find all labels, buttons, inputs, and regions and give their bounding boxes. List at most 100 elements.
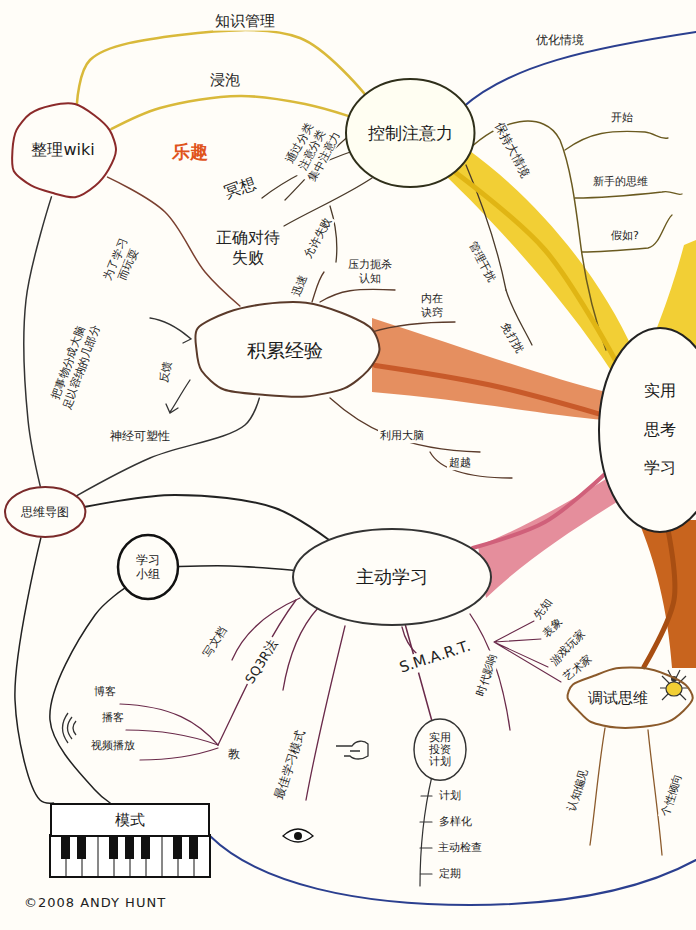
piano-keys [50,835,210,877]
branch-line [420,776,432,886]
piano-keys [141,835,150,859]
topic-circle: 控制注意力 [345,78,476,188]
branch-line [430,452,512,478]
branch-label: 冥想 [220,172,261,203]
edge-label: 浸泡 [208,71,242,90]
connector [375,365,598,413]
branch-label: 播客 [100,711,126,725]
branch-line [648,730,662,855]
branch-label: 认知偏见 [564,765,592,815]
branch-line [462,32,696,108]
branch-line [575,192,682,198]
piano-box-shape [51,804,209,836]
bug-icon [666,682,682,696]
branch-label: 压力扼杀 认知 [346,258,394,286]
branch-label: 开始 [609,111,635,125]
connector [77,30,365,104]
topic-blob: 整理wiki [9,102,117,198]
node-text: 整理wiki [31,140,94,159]
node-text: 学习 小组 [136,553,160,582]
branch-label: 利用大脑 [378,429,426,443]
branch-label: 教 [226,747,242,762]
branch-label: 管理干扰 [465,238,500,287]
topic-oval-shape [5,487,85,537]
piano-keys [77,835,86,859]
node-text: 主动学习 [356,566,428,588]
branch-label: 超越 [447,456,473,470]
connector [24,197,52,486]
branch-label: 内在 诀窍 [419,292,445,320]
branch-line [126,730,218,745]
branch-line [218,600,296,745]
branch-label: 多样化 [437,815,474,829]
connector [473,475,605,548]
connector [85,495,328,539]
piano-keys [61,835,70,859]
topic-circle-shape [118,535,178,599]
accent-label: 乐趣 [170,141,210,164]
copyright-note: ©2008 ANDY HUNT [22,895,168,911]
branch-line [582,215,672,252]
wifi-symbol [68,717,73,739]
connector [15,538,54,803]
piano-keys [189,835,198,859]
connector [179,566,293,570]
branch-label: 写文档 [199,623,230,662]
branch-line [590,728,605,845]
topic-circle-shape [414,719,466,780]
topic-circle: 学习 小组 [117,534,179,600]
connector [77,398,259,495]
piano-keys [125,835,134,859]
piano-keys [173,835,182,859]
branch-line [312,272,324,302]
node-text: 实用投资计划 [429,732,451,768]
branch-label: 正确对待 失败 [214,228,282,268]
branch-label: SQ3R法 [241,635,283,688]
topic-blob: 调试思维 [567,666,693,730]
piano-keys [50,835,210,877]
edge-label: 知识管理 [213,12,277,31]
piano-keys [66,835,194,877]
branch-label: 保持大情境 [490,118,533,182]
branch-label: 定期 [437,867,463,881]
wifi-symbol [63,713,77,743]
branch-label: 优化情境 [534,33,586,48]
wifi-symbol [73,721,76,735]
hand-icon [336,741,368,759]
branch-line [565,131,668,150]
node-text: 实用 思考 学习 [644,372,676,487]
branch-label: 允许失败 [301,214,336,263]
topic-circle-shape [346,79,475,187]
topic-blob: 积累经验 [190,300,380,400]
branch-line [320,289,395,302]
branch-label: 时代影响 [473,650,501,700]
topic-blob-shape [567,668,692,728]
branch-label: 免打扰 [497,318,527,357]
branch-label: 迅速 [289,271,311,300]
connector [455,172,614,359]
topic-circle: 实用投资计划 [413,718,467,781]
node-text: 思维导图 [21,505,69,519]
branch-label: 把事物分成大脑 足以容纳的几部分 [46,317,103,413]
branch-label: 最佳学习模式 [271,727,309,804]
branch-label: 新手的思维 [591,175,650,189]
central-circle: 实用 思考 学习 [598,327,696,533]
topic-oval-shape [293,529,491,625]
branch-line [470,614,510,730]
branch-band [478,474,620,598]
piano-keys [109,835,118,859]
branch-line [330,206,337,262]
topic-oval: 思维导图 [4,486,86,538]
branch-line [283,608,318,690]
branch-label: 通过分类 注意分类 集中注意力 [280,114,344,185]
node-text: 调试思维 [588,689,648,707]
wifi-symbol [63,713,69,743]
node-text: 积累经验 [247,339,323,362]
piano-box: 模式 [50,803,210,837]
topic-blob-shape [195,302,379,397]
branch-line [372,322,455,332]
edge-label: 神经可塑性 [108,429,172,444]
branch-label: 主动检查 [436,841,484,855]
eye-icon [294,832,302,840]
branch-band [638,520,696,668]
